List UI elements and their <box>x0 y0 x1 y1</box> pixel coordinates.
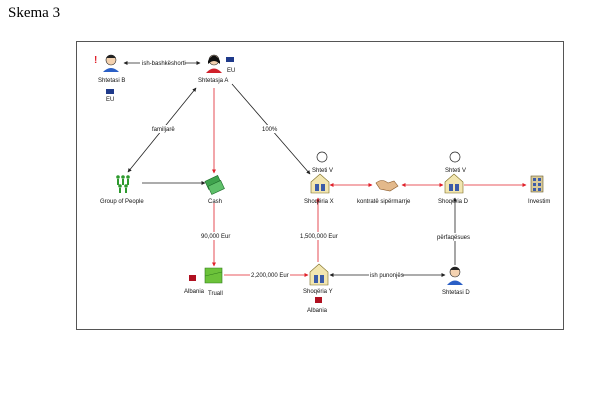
node-label-shtetasi-d: Shtetasi D <box>442 290 470 296</box>
edge-label-punonjes: ish punonjës <box>370 273 404 279</box>
state-circle-icon-d <box>449 151 461 163</box>
node-label-shoqeria-d: Shoqëria D <box>438 199 469 205</box>
edge-label-familjare: familjarë <box>152 127 175 133</box>
node-label-albania-y: Albania <box>307 308 328 314</box>
node-label-shteti-v-d: Shteti V <box>445 168 466 174</box>
edge-label-bashkeshort: ish-bashkëshorti <box>142 61 186 67</box>
edge-label-eur-1500: 1,500,000 Eur <box>300 234 338 240</box>
handshake-icon <box>375 180 399 192</box>
svg-text:!: ! <box>94 55 97 66</box>
edge-labels: ish-bashkëshorti familjarë 100% 90,000 E… <box>140 59 474 279</box>
state-circle-icon-x <box>316 151 328 163</box>
albania-flag-icon-y <box>315 297 322 303</box>
eu-flag-icon-a <box>226 57 234 62</box>
node-label-eu-a: EU <box>227 68 235 74</box>
node-label-shoqeria-y: Shoqëria Y <box>303 289 333 295</box>
building-icon-shoqeria-x <box>310 173 330 194</box>
node-label-truall: Truall <box>208 291 223 297</box>
node-label-eu-b: EU <box>106 97 114 103</box>
office-building-icon <box>530 175 544 193</box>
building-icon-shoqeria-y <box>309 263 329 286</box>
node-label-shteti-v-x: Shteti V <box>312 168 333 174</box>
page-title: Skema 3 <box>8 5 61 21</box>
cash-icon <box>204 175 225 195</box>
building-icon-shoqeria-d <box>444 173 464 194</box>
person-icon-shtetasi-b: ! <box>94 54 119 72</box>
land-icon <box>204 267 223 284</box>
edge-label-pct: 100% <box>262 127 278 133</box>
node-label-shtetasi-b: Shtetasi B <box>98 78 125 84</box>
eu-flag-icon-b <box>106 89 114 94</box>
node-label-group: Group of People <box>100 199 144 205</box>
node-label-kontrate: kontratë sipërmarrje <box>357 199 411 205</box>
node-label-investim: Investim <box>528 199 550 205</box>
edge-label-eur-2200: 2,200,000 Eur <box>251 273 289 279</box>
node-label-cash: Cash <box>208 199 222 205</box>
node-label-shoqeria-x: Shoqëria X <box>304 199 334 205</box>
person-icon-shtetasi-d <box>447 266 463 285</box>
person-icon-shtetasja-a <box>206 54 222 73</box>
group-people-icon <box>116 175 130 193</box>
albania-flag-icon-truall <box>189 275 196 281</box>
edge-label-eur-90: 90,000 Eur <box>201 234 230 240</box>
node-label-albania-truall: Albania <box>184 289 205 295</box>
node-label-shtetasja-a: Shtetasja A <box>198 78 228 84</box>
edge-label-perfaqesues: përfaqësues <box>437 235 470 241</box>
